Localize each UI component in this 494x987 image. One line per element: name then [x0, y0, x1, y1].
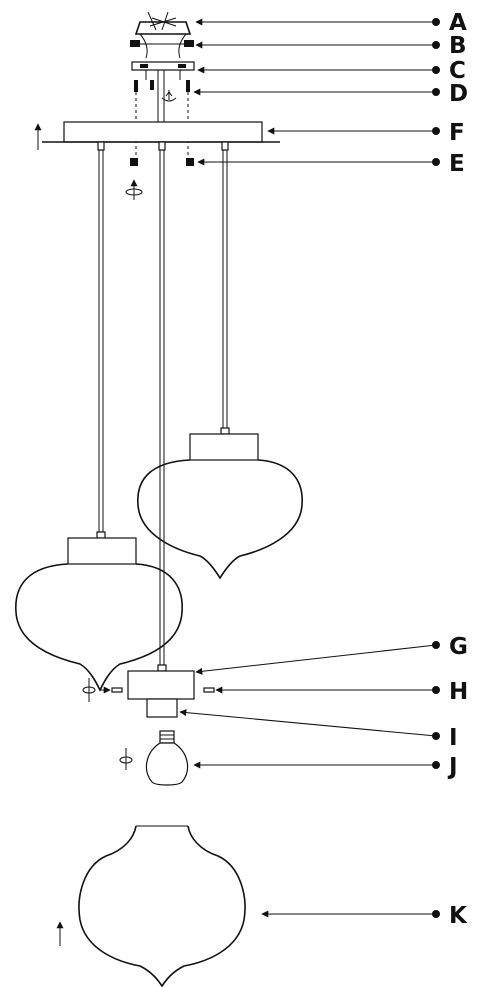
light-bulb-j	[119, 730, 189, 786]
label-k: K	[449, 903, 468, 929]
center-rod-top	[157, 70, 165, 122]
lamp-socket-i	[146, 698, 178, 718]
socket-housing-g	[127, 664, 195, 700]
leader-lines	[179, 18, 440, 918]
label-g: G	[449, 634, 468, 660]
label-a: A	[449, 10, 467, 36]
set-screws-h	[82, 678, 215, 702]
label-e: E	[449, 151, 465, 177]
label-i: I	[449, 725, 458, 751]
pendant-shade-left	[15, 531, 183, 692]
label-c: C	[449, 58, 466, 84]
label-h: H	[449, 679, 468, 705]
label-j: J	[447, 754, 458, 780]
screws-b	[130, 40, 194, 47]
mounting-bracket-a	[134, 11, 192, 59]
label-b: B	[449, 33, 467, 59]
suspension-cords	[97, 141, 229, 665]
label-d: D	[449, 81, 468, 107]
label-f: F	[449, 120, 465, 146]
glass-shade-k	[56, 825, 246, 987]
crossbar-c	[131, 61, 195, 80]
mounting-screws-d	[134, 80, 190, 102]
pendant-shade-right	[137, 427, 303, 580]
cap-nuts-e	[125, 158, 194, 200]
